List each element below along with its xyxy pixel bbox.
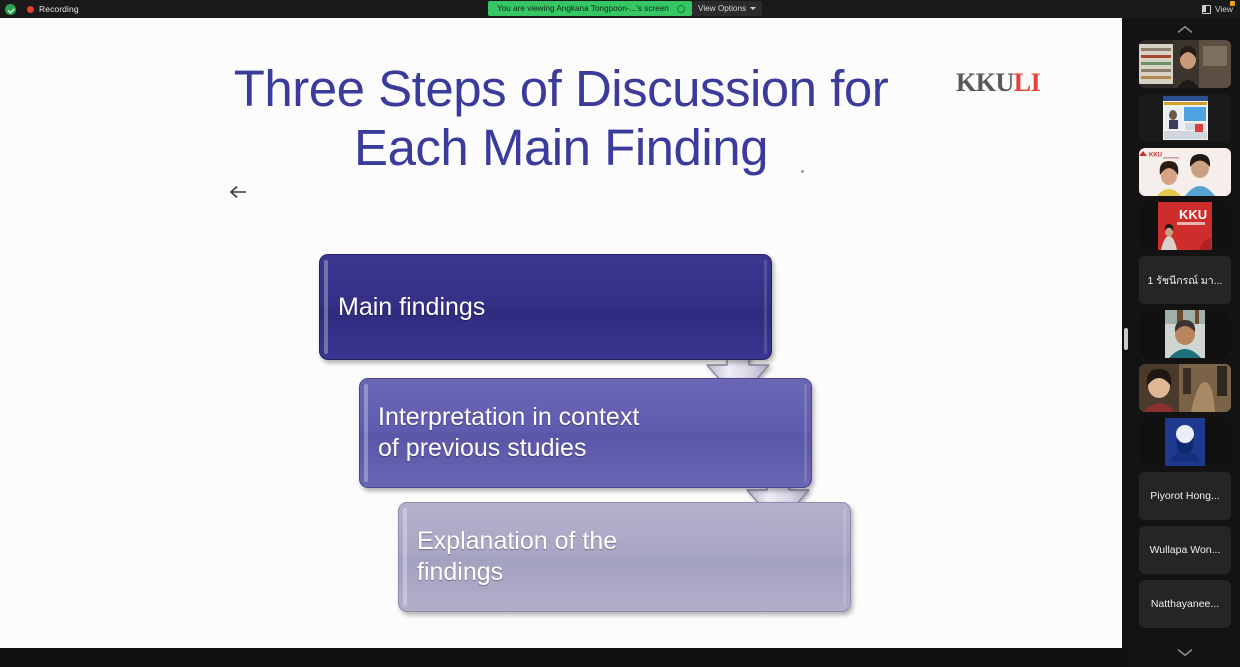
- chevron-up-icon: [1177, 25, 1193, 33]
- participant-name: Wullapa Won...: [1149, 544, 1221, 556]
- participant-name: Piyorot Hong...: [1150, 490, 1220, 502]
- kkuli-logo-accent: LI: [1013, 68, 1041, 97]
- view-layout-button[interactable]: View: [1199, 1, 1236, 16]
- screen-share-banner-text: You are viewing Angkana Tongpoon-...'s s…: [497, 4, 669, 13]
- participant-video-thumbnail: [1139, 40, 1231, 88]
- panel-resize-handle[interactable]: [1124, 328, 1128, 350]
- flow-box-main-findings: Main findings: [319, 254, 772, 360]
- layout-grid-icon: [1201, 4, 1211, 14]
- recording-indicator-group: Recording: [0, 3, 79, 15]
- participant-tile[interactable]: KKU: [1139, 202, 1231, 250]
- kkuli-logo: KKULI: [956, 68, 1041, 98]
- participant-tile[interactable]: [1139, 94, 1231, 142]
- chevron-down-icon: [750, 7, 757, 10]
- flow-box-3-label-line-2: findings: [417, 558, 504, 586]
- share-status-circle-icon: [676, 4, 685, 13]
- flow-box-2-label-line-2: of previous studies: [378, 434, 587, 462]
- participant-name: 1 รัชนีกรณ์ มา...: [1147, 274, 1223, 287]
- participant-name: Natthayanee...: [1150, 598, 1220, 610]
- recording-label: Recording: [39, 4, 79, 14]
- page-title-line-1: Three Steps of Discussion for: [233, 60, 889, 117]
- page-title-line-2: Each Main Finding: [354, 118, 768, 176]
- screen-share-banner: You are viewing Angkana Tongpoon-...'s s…: [488, 1, 692, 16]
- participant-video-rail: KKU KKU: [1130, 18, 1240, 667]
- shared-screen-slide: Three Steps of Discussion for Each Main …: [0, 18, 1122, 648]
- title-trailing-dot: [801, 170, 804, 173]
- flow-box-1-label: Main findings: [338, 292, 486, 321]
- meeting-top-bar: Recording You are viewing Angkana Tongpo…: [0, 0, 1240, 18]
- participant-tile[interactable]: [1139, 418, 1231, 466]
- participant-tile[interactable]: 1 รัชนีกรณ์ มา...: [1139, 256, 1231, 304]
- participant-video-thumbnail: [1139, 310, 1231, 358]
- flow-box-explanation: Explanation of the findings: [398, 502, 851, 612]
- participant-tile[interactable]: KKU: [1139, 148, 1231, 196]
- kkuli-logo-primary: KKU: [956, 68, 1014, 97]
- participant-tile[interactable]: Wullapa Won...: [1139, 526, 1231, 574]
- participant-video-thumbnail: KKU: [1139, 202, 1231, 250]
- recording-dot-icon: [27, 5, 34, 13]
- participant-tile-list: KKU KKU: [1130, 40, 1240, 634]
- flow-box-2-label-line-1: Interpretation in context: [378, 403, 640, 431]
- rail-scroll-down-button[interactable]: [1130, 641, 1240, 663]
- stage-bottom-strip: [0, 648, 1130, 667]
- view-options-label: View Options: [698, 4, 747, 13]
- rail-scroll-up-button[interactable]: [1130, 18, 1240, 40]
- participant-tile[interactable]: [1139, 364, 1231, 412]
- flow-box-3-label-line-1: Explanation of the: [417, 527, 618, 555]
- view-options-button[interactable]: View Options: [692, 1, 763, 16]
- participant-tile[interactable]: Natthayanee...: [1139, 580, 1231, 628]
- view-notification-badge: [1230, 1, 1235, 6]
- participant-video-thumbnail: [1139, 364, 1231, 412]
- shield-check-icon[interactable]: [5, 3, 16, 15]
- chevron-down-icon: [1177, 648, 1193, 656]
- svg-text:KKU: KKU: [1179, 207, 1207, 222]
- participant-tile[interactable]: Piyorot Hong...: [1139, 472, 1231, 520]
- participant-video-thumbnail: KKU: [1139, 148, 1231, 196]
- view-button-label: View: [1214, 4, 1233, 14]
- participant-video-thumbnail: [1139, 418, 1231, 466]
- svg-text:KKU: KKU: [1149, 153, 1162, 159]
- page-title: Three Steps of Discussion for Each Main …: [0, 60, 1122, 177]
- participant-screenshare-thumbnail: [1139, 94, 1231, 142]
- flow-box-interpretation: Interpretation in context of previous st…: [359, 378, 812, 488]
- participant-tile-active[interactable]: [1139, 310, 1231, 358]
- participant-tile[interactable]: [1139, 40, 1231, 88]
- left-arrow-icon: [229, 185, 246, 199]
